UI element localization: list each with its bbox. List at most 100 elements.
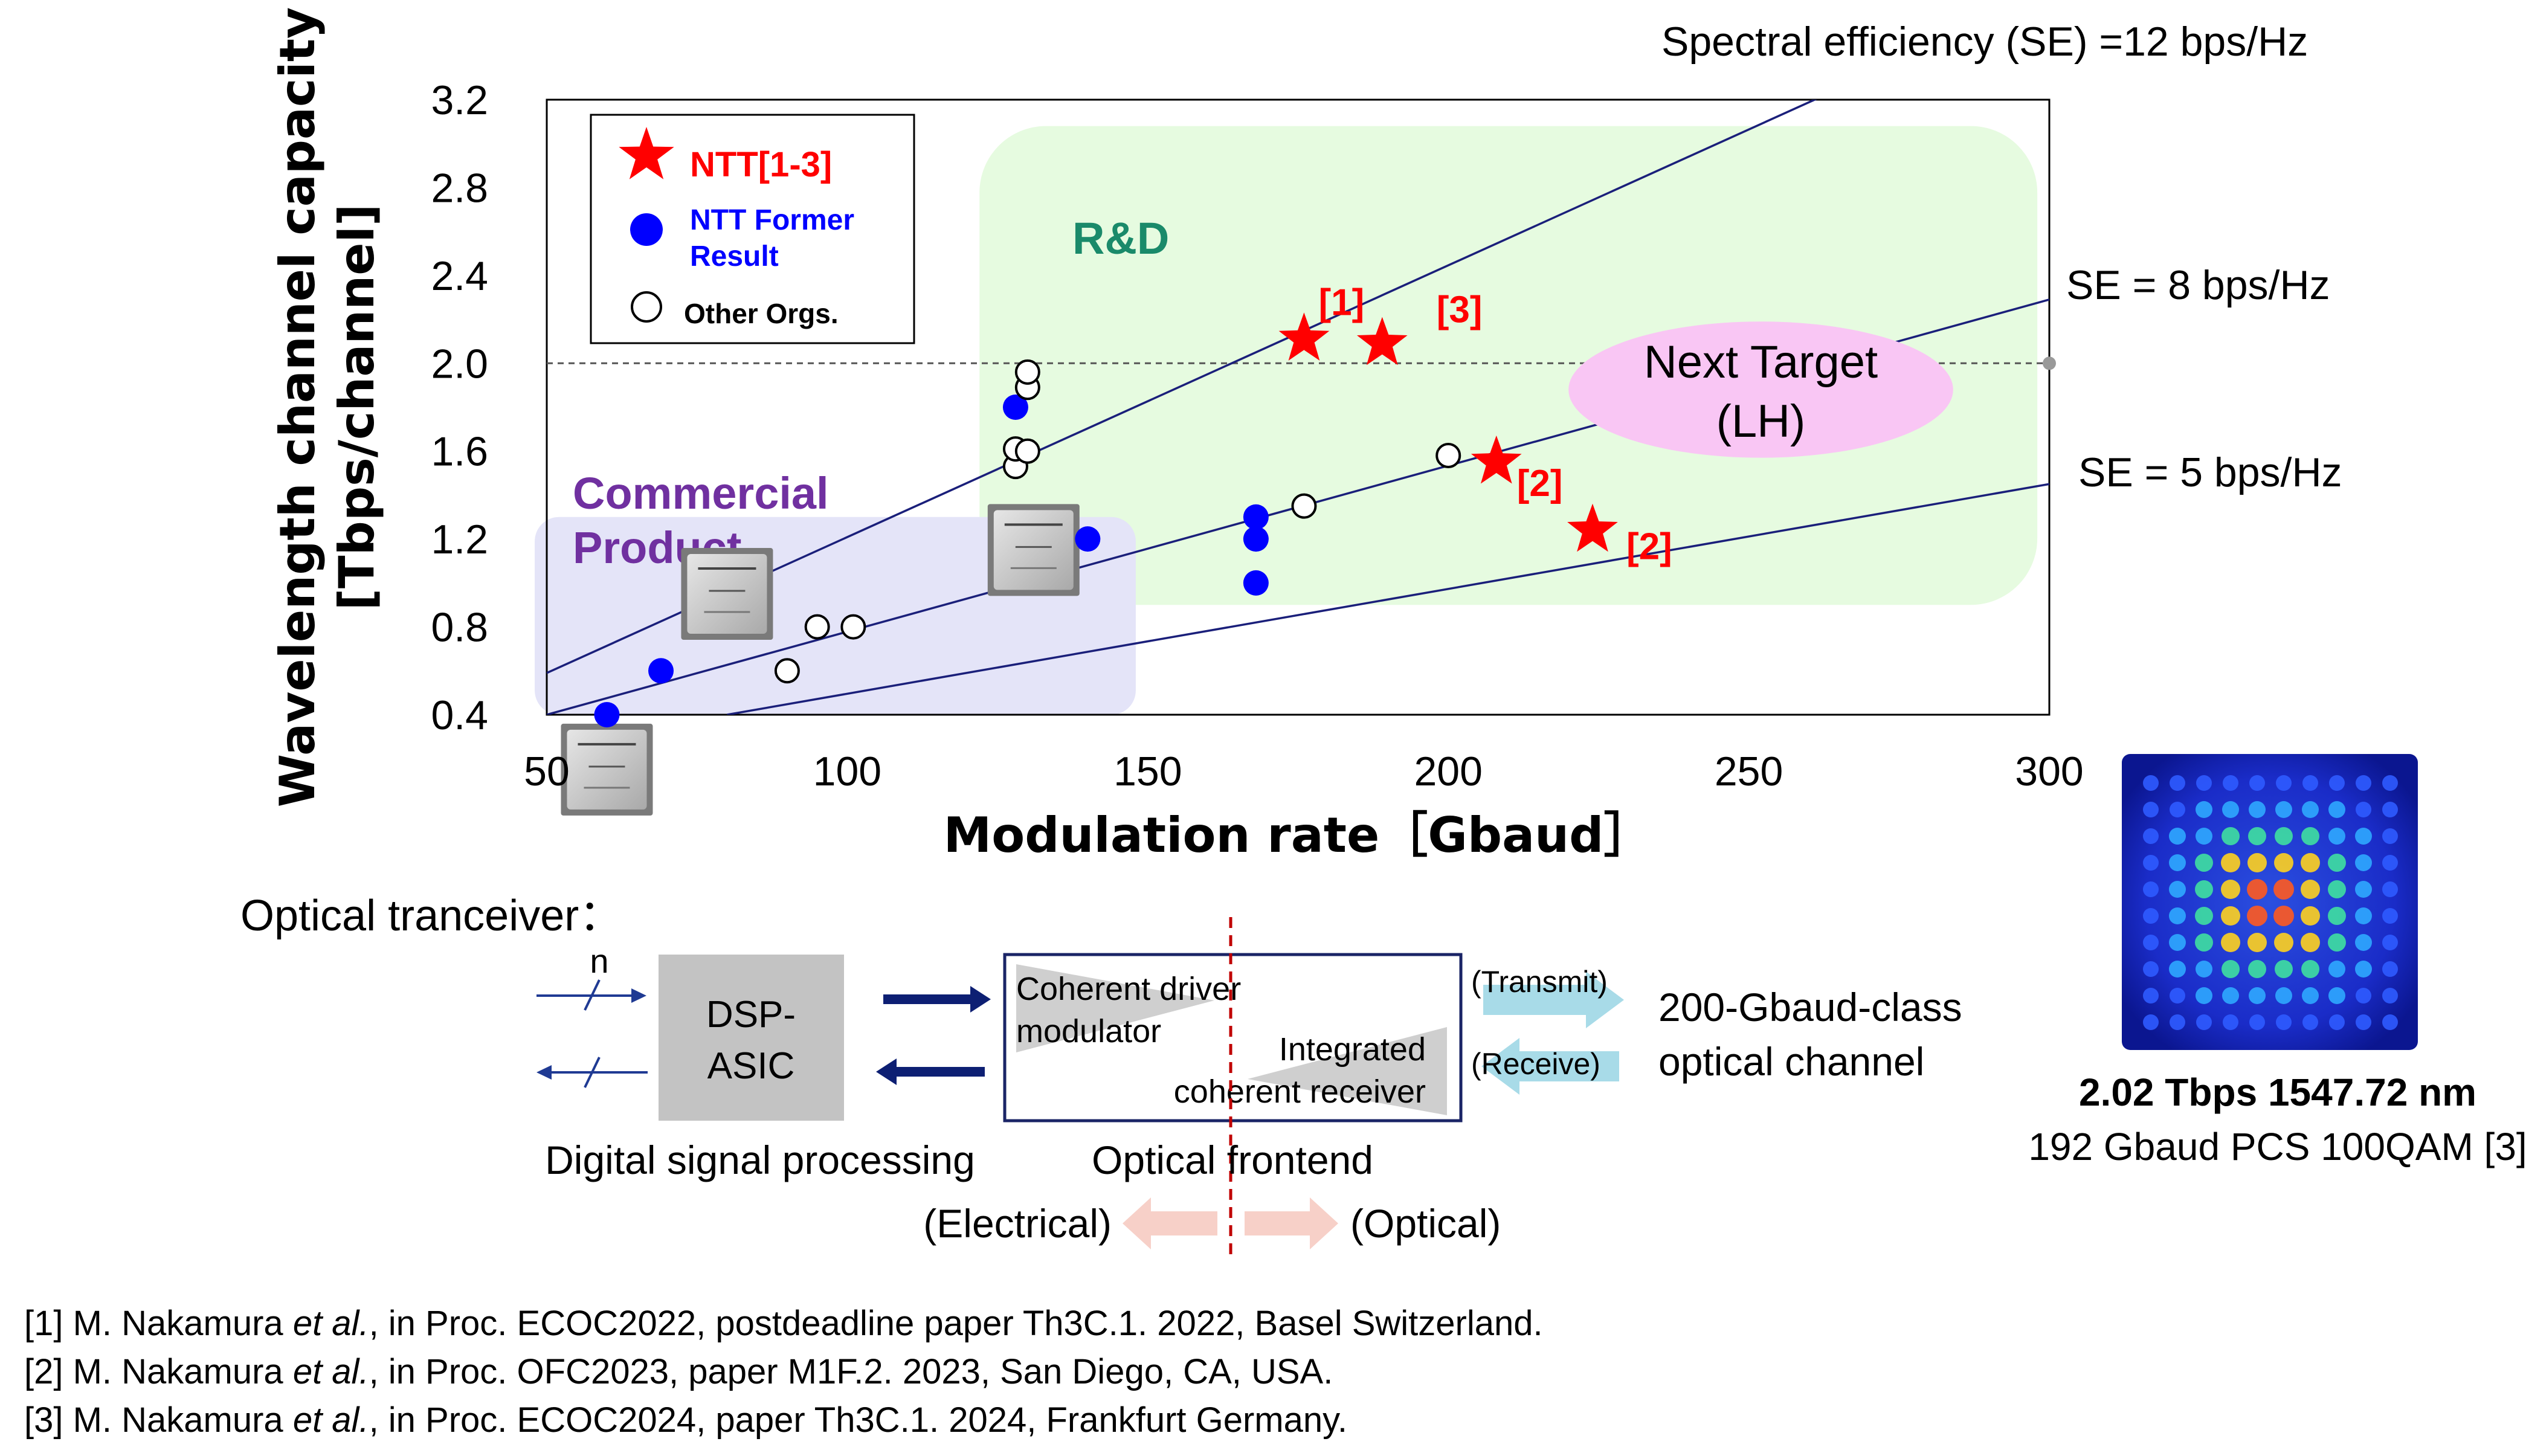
constellation-point <box>2355 907 2372 924</box>
constellation-point <box>2328 880 2346 898</box>
ntt-star-point <box>1567 503 1618 552</box>
constellation-point <box>2275 987 2292 1004</box>
constellation-point <box>2328 987 2345 1004</box>
constellation-point <box>2275 801 2292 818</box>
constellation-point <box>2328 828 2345 845</box>
constellation-point <box>2301 933 2320 952</box>
constellation-point <box>2355 934 2372 951</box>
chip-image-2 <box>561 723 653 816</box>
constellation-point <box>2275 960 2293 978</box>
constellation-point <box>2143 802 2159 817</box>
constellation-point <box>2143 908 2159 924</box>
constellation-point <box>2169 934 2186 951</box>
constellation-point <box>2221 906 2240 926</box>
se-line-label: SE = 8 bps/Hz <box>2066 262 2330 308</box>
constellation-point <box>2223 1014 2238 1030</box>
constellation-point <box>2356 775 2371 791</box>
constellation-points <box>2143 775 2398 1030</box>
next-target-label-line1: Next Target <box>1644 337 1878 388</box>
next-target: Next Target(LH) <box>1568 321 1953 458</box>
constellation-point <box>2302 987 2319 1004</box>
constellation-point <box>2195 933 2213 952</box>
constellation-point <box>2195 907 2213 925</box>
ntt-former-point <box>648 658 674 684</box>
legend-label-ntt-former: NTT Former <box>690 204 854 236</box>
constellation-point <box>2222 827 2240 845</box>
plot-frame <box>546 98 2051 716</box>
ntt-point-label: [2] <box>1517 463 1563 504</box>
constellation-point <box>2143 935 2159 950</box>
constellation-point <box>2196 775 2212 791</box>
constellation-point <box>2328 933 2346 952</box>
ntt-former-point <box>1243 570 1269 596</box>
constellation-point <box>2223 775 2238 791</box>
constellation-point <box>2221 853 2240 872</box>
constellation-point <box>2301 853 2320 872</box>
receiver-label-line2: coherent receiver <box>1174 1074 1426 1110</box>
dsp-label-line2: ASIC <box>707 1045 795 1087</box>
x-tick-label: 250 <box>1715 749 1783 794</box>
driver-label-line1: Coherent driver <box>1016 971 1241 1007</box>
constellation-point <box>2170 988 2185 1003</box>
legend-star-marker <box>619 127 674 179</box>
x-tick-label: 200 <box>1414 749 1482 794</box>
y-axis-label-line2: [Tbps/channel] <box>329 204 385 610</box>
constellation-point <box>2302 801 2319 818</box>
constellation-point <box>2222 987 2239 1004</box>
ntt-point-label: [2] <box>1626 526 1672 568</box>
constellation-point <box>2328 961 2345 978</box>
y-tick-label: 3.2 <box>431 77 488 123</box>
dsp-asic-block <box>659 955 844 1121</box>
constellation-point <box>2355 828 2372 845</box>
y-tick-labels: 0.40.81.21.62.02.42.83.2 <box>431 77 488 738</box>
x-tick-label: 300 <box>2015 749 2083 794</box>
legend-open-circle-marker <box>631 291 662 323</box>
constellation-point <box>2355 881 2372 898</box>
optical-label: (Optical) <box>1350 1201 1501 1246</box>
constellation-point <box>2302 775 2318 791</box>
constellation-point <box>2328 801 2345 818</box>
constellation-point <box>2301 827 2319 845</box>
driver-label-line2: modulator <box>1016 1013 1161 1049</box>
ntt-former-point <box>1243 504 1269 530</box>
legend-label-other: Other Orgs. <box>684 298 839 329</box>
y-tick-label: 2.0 <box>431 341 488 387</box>
constellation-point <box>2355 961 2372 978</box>
y-tick-label: 1.6 <box>431 429 488 475</box>
chip-image-3 <box>987 504 1080 596</box>
receive-label: (Receive) <box>1471 1047 1600 1081</box>
driver-triangle <box>1016 964 1214 1052</box>
constellation-point <box>2169 854 2186 871</box>
ntt-star-point <box>1356 317 1408 366</box>
other-org-point <box>1014 438 1040 464</box>
constellation-point <box>2382 775 2398 791</box>
constellation-point <box>2170 775 2185 791</box>
chip-image-1 <box>681 548 773 640</box>
transceiver-diagram: Optical tranceiver： n DSP- ASIC Digital … <box>240 892 1962 1257</box>
reference-2: [2] M. Nakamura et al., in Proc. OFC2023… <box>24 1352 1333 1391</box>
dsp-label-line1: DSP- <box>706 994 796 1036</box>
output-bus-arrow <box>536 1057 648 1088</box>
transceiver-title: Optical tranceiver： <box>240 892 622 940</box>
other-org-point <box>774 658 800 684</box>
constellation-point <box>2382 961 2398 977</box>
constellation-point <box>2276 1014 2292 1030</box>
electrical-label: (Electrical) <box>923 1201 1112 1246</box>
legend-label-ntt-former-line2: Result <box>690 240 779 272</box>
dsp-to-frontend-arrow <box>883 986 991 1013</box>
constellation-point <box>2195 854 2213 872</box>
constellation-point <box>2356 988 2371 1003</box>
channel-label-line1: 200-Gbaud-class <box>1658 985 1962 1029</box>
constellation-point <box>2248 827 2266 845</box>
constellation-point <box>2221 880 2240 899</box>
constellation-point <box>2382 988 2398 1003</box>
ntt-former-point <box>594 702 620 727</box>
constellation-point <box>2143 855 2159 871</box>
y-tick-label: 0.4 <box>431 692 488 738</box>
constellation-point <box>2329 775 2345 791</box>
ntt-former-point <box>1002 395 1028 420</box>
other-org-point <box>1435 442 1461 468</box>
